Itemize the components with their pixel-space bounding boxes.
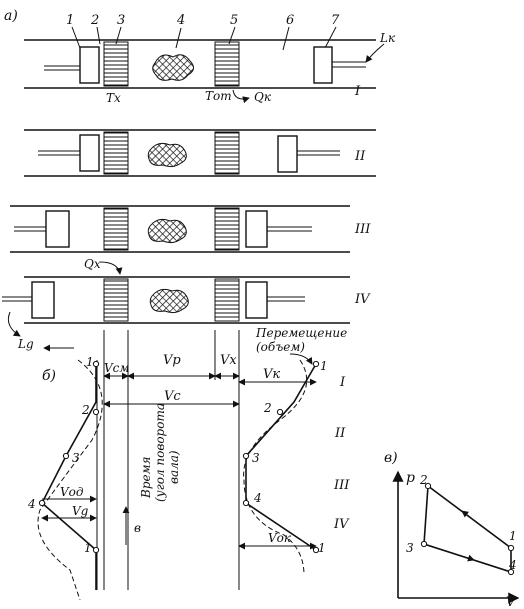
regenerator-hot <box>214 41 240 87</box>
left-state-points: 1 2 3 4 1 <box>27 355 100 555</box>
left-point-1-return: 1 <box>84 541 92 555</box>
label-Vp: Vр <box>163 353 181 368</box>
right-point-1: 1 <box>320 359 328 373</box>
label-Tot: Tот <box>205 89 232 103</box>
part-number-3: 3 <box>117 13 125 28</box>
label-Vg: Vg <box>72 504 89 518</box>
stage-label-I-top: I <box>354 84 361 99</box>
stage-label-I: I <box>339 375 346 390</box>
arrow-Lg <box>7 311 21 337</box>
arrow-Qk <box>232 89 250 104</box>
label-displacement: Перемещение <box>255 326 347 340</box>
label-Qk: Qк <box>254 90 272 104</box>
panel-label-a: а) <box>4 8 18 24</box>
part-number-1: 1 <box>66 13 74 28</box>
panel-label-b: б) <box>42 368 56 384</box>
part-number-labels: 1 2 3 4 5 6 7 <box>66 13 340 28</box>
expansion-piston <box>313 46 333 84</box>
right-point-1-return: 1 <box>318 541 326 555</box>
pv-point-1: 1 <box>509 529 517 543</box>
left-point-4: 4 <box>27 497 36 511</box>
pv-point-3: 3 <box>406 541 414 555</box>
stage-IV-cylinder <box>2 276 350 324</box>
label-Tx: Tx <box>106 91 121 105</box>
label-Qx: Qх <box>84 257 101 271</box>
label-Vcm: Vсм <box>104 361 129 375</box>
regenerator-cold <box>103 41 129 87</box>
stage-II-cylinder <box>24 129 376 177</box>
pv-v-axis-label: V <box>506 595 517 609</box>
label-Vod: Vод <box>60 485 84 499</box>
right-sine-curve <box>243 359 308 576</box>
stage-label-II: II <box>334 426 346 441</box>
left-sine-curve <box>37 359 103 601</box>
left-point-2: 2 <box>81 403 90 417</box>
stage-label-III-top: III <box>354 222 371 237</box>
right-point-4: 4 <box>253 491 262 505</box>
label-Vok: Vок <box>268 531 292 545</box>
left-piston-path <box>41 364 97 590</box>
volume-dimension-arrows <box>103 372 317 408</box>
label-Lk: Lк <box>379 31 396 45</box>
part-number-5: 5 <box>230 13 238 28</box>
label-Lg: Lg <box>17 337 34 351</box>
panel-label-c: в) <box>384 450 398 466</box>
right-point-2: 2 <box>263 401 272 415</box>
part-number-7: 7 <box>331 13 340 28</box>
stage-label-IV: IV <box>333 517 350 532</box>
pv-state-points: 2 1 4 3 <box>406 473 517 576</box>
left-point-3: 3 <box>72 451 80 465</box>
stage-label-IV-top: IV <box>354 292 371 307</box>
part-leader-lines <box>71 26 337 51</box>
working-gas <box>152 54 194 81</box>
label-Vx: Vх <box>220 353 237 368</box>
stage-I-cylinder <box>24 39 376 89</box>
label-delta: в <box>134 521 141 535</box>
stage-label-II-top: II <box>354 149 366 164</box>
label-Vc: Vс <box>164 389 181 404</box>
stage-label-III: III <box>333 478 350 493</box>
label-time-1: Время <box>139 456 153 499</box>
pv-point-2: 2 <box>419 473 428 487</box>
arrow-Lk <box>365 43 385 63</box>
part-number-2: 2 <box>90 13 99 28</box>
stage-labels-right: I II III IV <box>333 375 350 532</box>
right-state-points: 1 2 3 4 1 <box>242 359 328 555</box>
label-time-2: (угол поворота <box>153 403 167 502</box>
pv-cycle <box>423 484 512 574</box>
label-Vk: Vк <box>263 367 280 382</box>
left-point-1: 1 <box>86 355 94 369</box>
pv-point-4: 4 <box>508 558 517 572</box>
compression-piston <box>79 46 100 84</box>
pv-axes <box>392 470 520 604</box>
part-number-4: 4 <box>176 13 185 28</box>
right-point-3: 3 <box>252 451 260 465</box>
part-number-6: 6 <box>286 13 294 28</box>
stage-III-cylinder <box>10 205 350 253</box>
label-volume: (объем) <box>256 340 305 354</box>
arrow-Qx <box>99 261 123 275</box>
time-axis-label: Время (угол поворота вала) <box>139 403 181 502</box>
label-time-3: вала) <box>167 450 181 484</box>
pv-p-axis-label: p <box>406 470 415 486</box>
